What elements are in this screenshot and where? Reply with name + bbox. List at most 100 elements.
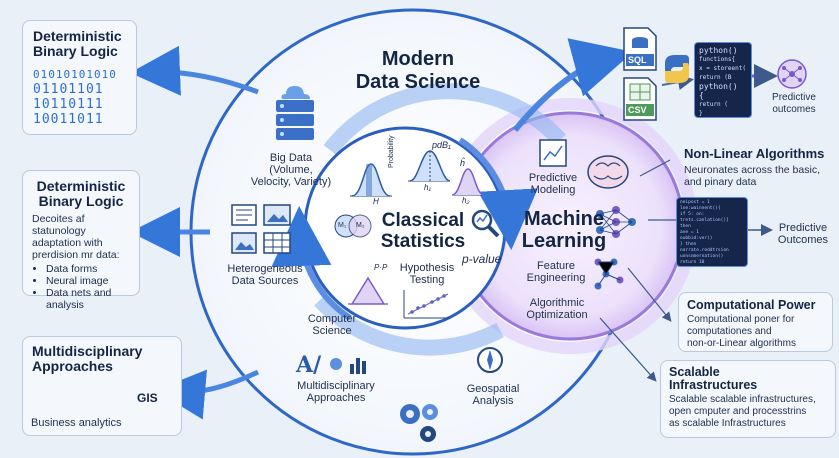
big-data-l2: (Volume, — [269, 164, 313, 176]
python-logo-icon — [665, 55, 689, 83]
big-data-l3: Velocity, Variety) — [250, 176, 332, 188]
pdb-label: pdB₁ — [432, 140, 451, 150]
neural-network-icon — [596, 206, 636, 238]
scalable-desc-1: Scalable scalable infrastructures, — [669, 394, 816, 405]
code2-line-3: if 5: on: — [680, 212, 705, 217]
venn-icon — [334, 214, 372, 238]
ml-line1: Machine — [523, 208, 605, 230]
code2-line-9: narrate.reddtrsion — [680, 248, 729, 253]
non-linear-desc-1: Neuronates across the basic, — [684, 164, 820, 176]
bits-row-1: 01010101010 — [33, 68, 117, 81]
h-label: H — [373, 197, 379, 206]
card2-title-line1: Deterministic — [36, 178, 126, 194]
fe-l2: Engineering — [526, 272, 586, 284]
multi-l1: Multidisciplinary — [297, 380, 375, 392]
cs-l1: Computer — [307, 313, 357, 325]
distribution-chart-2 — [408, 150, 451, 182]
p-value-label: p-value — [462, 252, 502, 266]
card2-bullet-2: Neural image — [46, 275, 130, 287]
hyp-l2: Testing — [409, 274, 445, 286]
code2-line-6: ave = 1 — [680, 230, 699, 235]
machine-learning-title: Machine Learning — [514, 208, 614, 252]
multidisciplinary-label: Multidisciplinary Approaches — [286, 380, 386, 404]
cs-l2: Science — [312, 325, 352, 337]
code2-line-11: return 10 — [680, 260, 705, 265]
hypothesis-testing-label: Hypothesis Testing — [394, 262, 460, 286]
m1-label: M₁ — [338, 222, 347, 229]
hetero-l2: Data Sources — [231, 275, 299, 287]
triangle-chart — [348, 276, 388, 305]
compass-icon — [477, 347, 503, 373]
predictive-outcomes-top: Predictive outcomes — [764, 92, 824, 116]
brain-icon — [587, 155, 629, 189]
po-top-l1: Predictive — [772, 92, 816, 103]
network-icon — [594, 258, 624, 290]
main-title-line2: Data Science — [355, 71, 481, 93]
csv-file-icon — [623, 77, 657, 121]
big-data-l1: Big Data — [269, 152, 313, 164]
gis-label: GIS — [137, 391, 158, 405]
card1-title-line1: Deterministic — [33, 28, 122, 44]
predictive-outcomes-right: Predictive Outcomes — [770, 222, 836, 246]
card2-bullet-3: Data nets and analysis — [46, 287, 130, 311]
h2-label: h₂ — [462, 196, 470, 205]
card2-desc-1: Decoites af statunology — [32, 213, 86, 237]
predictive-modeling-icon — [539, 139, 567, 167]
classical-statistics-title: Classical Statistics — [368, 210, 478, 252]
card2-bullets: Data forms Neural image Data nets and an… — [32, 263, 130, 311]
bits-row-3: 10110111 — [33, 97, 104, 112]
comp-power-title: Computational Power — [687, 298, 816, 312]
ml-code-panel: neipost = 1 loe:wainnent(){ if 5: on: tr… — [676, 197, 748, 267]
sql-label: SQL — [628, 55, 647, 65]
ao-l2: Optimization — [526, 309, 588, 321]
computational-power-card: Computational Power Computational poner … — [678, 292, 833, 352]
code-line-2: functions{ — [699, 56, 736, 63]
big-data-label: Big Data (Volume, Velocity, Variety) — [244, 152, 338, 188]
non-linear-algorithms: Non-Linear Algorithms Neuronates across … — [684, 146, 834, 188]
multidisciplinary-icon: A/ — [295, 352, 366, 378]
code-line-7: } — [699, 110, 703, 117]
h1-label: h₁ — [424, 183, 431, 192]
main-title-line1: Modern — [381, 48, 455, 70]
fe-l1: Feature — [537, 260, 575, 272]
distribution-chart-1 — [350, 163, 392, 197]
multi-l2: Approaches — [306, 392, 366, 404]
code2-line-8: } then — [680, 242, 697, 247]
geospatial-label: Geospatial Analysis — [458, 383, 528, 407]
arrow-to-top-right — [512, 38, 634, 132]
card2-description: Decoites af statunology adaptation with … — [32, 213, 130, 261]
geo-l2: Analysis — [472, 395, 514, 407]
pp-label: P·P — [374, 263, 388, 272]
python-code-panel: python() functions{ x = storeent( return… — [694, 42, 752, 118]
scalable-title-2: Infrastructures — [669, 378, 758, 392]
pm-l2: Modeling — [530, 184, 576, 196]
classical-line2: Statistics — [380, 231, 466, 252]
data-sources-icon — [231, 204, 291, 254]
bits-row-2: 01101101 — [33, 82, 104, 97]
card1-title-line2: Binary Logic — [33, 43, 118, 59]
card3-footer: Business analytics — [31, 417, 122, 429]
geo-l1: Geospatial — [466, 383, 520, 395]
m2-label: M₂ — [356, 222, 365, 229]
non-linear-title: Non-Linear Algorithms — [684, 146, 825, 161]
feature-engineering-label: Feature Engineering — [524, 260, 588, 284]
card3-title-line1: Multidisciplinary — [32, 343, 143, 359]
card2-title-line2: Binary Logic — [38, 193, 124, 209]
algorithmic-optimization-label: Algorithmic Optimization — [520, 297, 594, 321]
predictive-modeling-label: Predictive Modeling — [522, 172, 584, 196]
gears-icon — [400, 404, 438, 442]
heterogeneous-label: Heterogeneous Data Sources — [218, 263, 312, 287]
modern-data-science-title: Modern Data Science — [338, 48, 498, 94]
code-line-6: return ( — [699, 101, 728, 108]
code2-line-5: then — [680, 224, 691, 229]
card2-desc-2: adaptation with — [32, 237, 103, 249]
code2-line-7: oubbid:ver() — [680, 236, 713, 241]
probability-axis-label: Probability — [388, 135, 395, 168]
binary-digits: 01010101010 01101101 10110111 10011011 — [33, 67, 126, 127]
server-icon — [276, 86, 314, 140]
card2-bullet-1: Data forms — [46, 263, 130, 275]
distribution-chart-3 — [451, 168, 485, 196]
